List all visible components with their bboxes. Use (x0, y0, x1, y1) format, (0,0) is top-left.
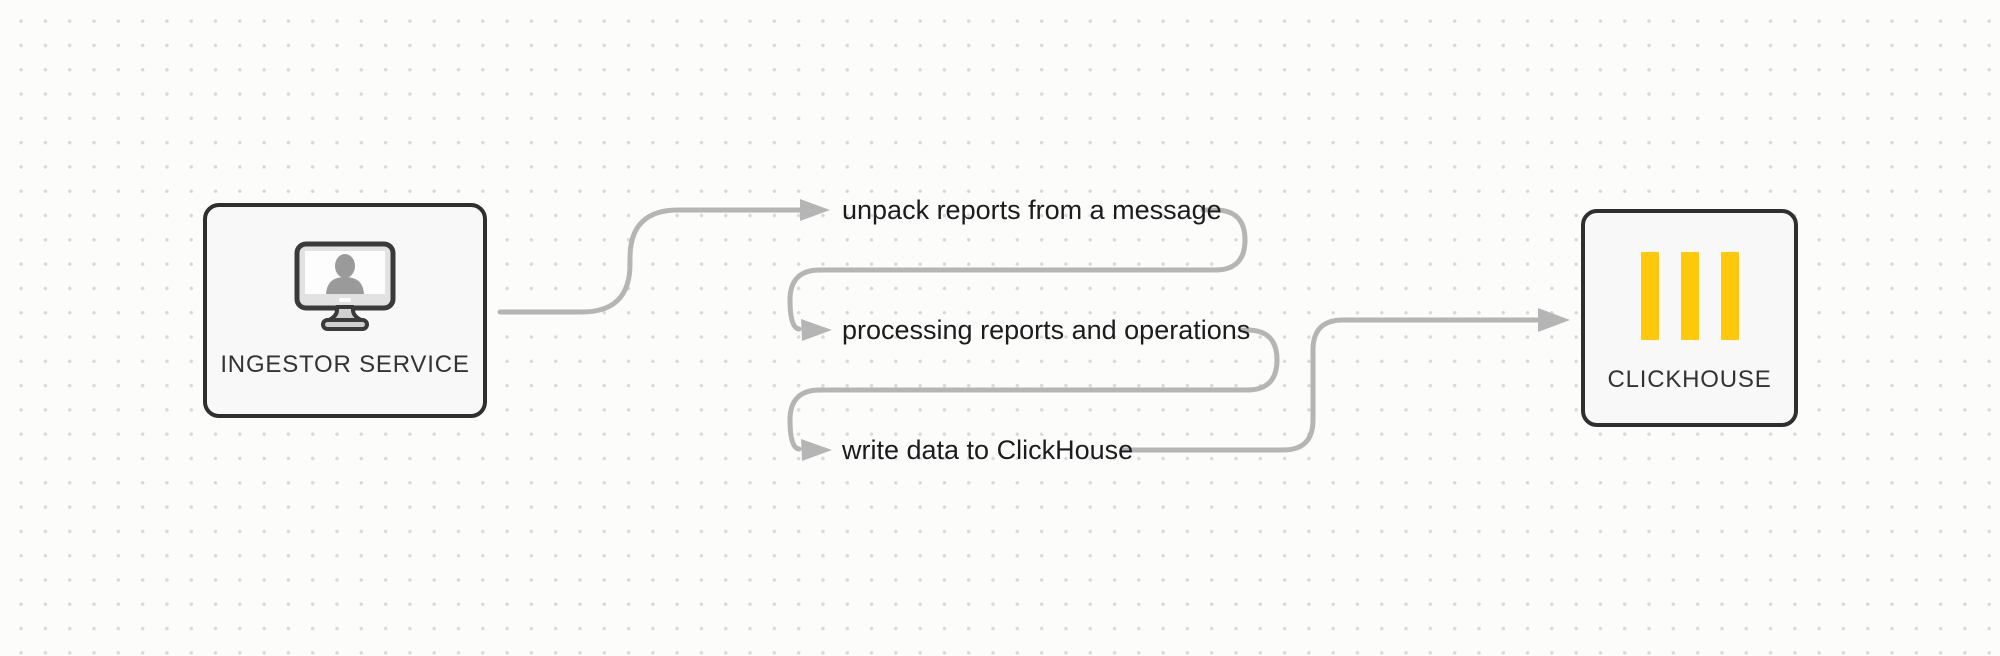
clickhouse-label: CLICKHOUSE (1607, 366, 1772, 393)
clickhouse-logo-bar (1720, 252, 1739, 340)
connector-step2-to-step3 (787, 327, 1280, 461)
arrowhead-step1 (800, 199, 830, 221)
user-monitor-icon (294, 241, 396, 331)
connector-ingestor-to-step1 (497, 199, 830, 315)
clickhouse-bars-icon (1640, 252, 1739, 340)
arrowhead-step3 (801, 439, 832, 461)
step-label-write: write data to ClickHouse (842, 435, 1134, 465)
connector-step3-to-clickhouse (1119, 308, 1570, 453)
clickhouse-logo-bar (1640, 252, 1659, 340)
ingestor-service-label: INGESTOR SERVICE (220, 351, 470, 378)
connector-step1-to-step2 (787, 207, 1248, 341)
arrowhead-clickhouse (1538, 308, 1570, 332)
node-ingestor-service: INGESTOR SERVICE (203, 203, 487, 418)
step-label-unpack: unpack reports from a message (842, 195, 1222, 225)
clickhouse-logo-bar (1680, 252, 1699, 340)
node-clickhouse: CLICKHOUSE (1581, 209, 1798, 427)
arrowhead-step2 (801, 319, 832, 341)
step-label-processing: processing reports and operations (842, 315, 1251, 345)
